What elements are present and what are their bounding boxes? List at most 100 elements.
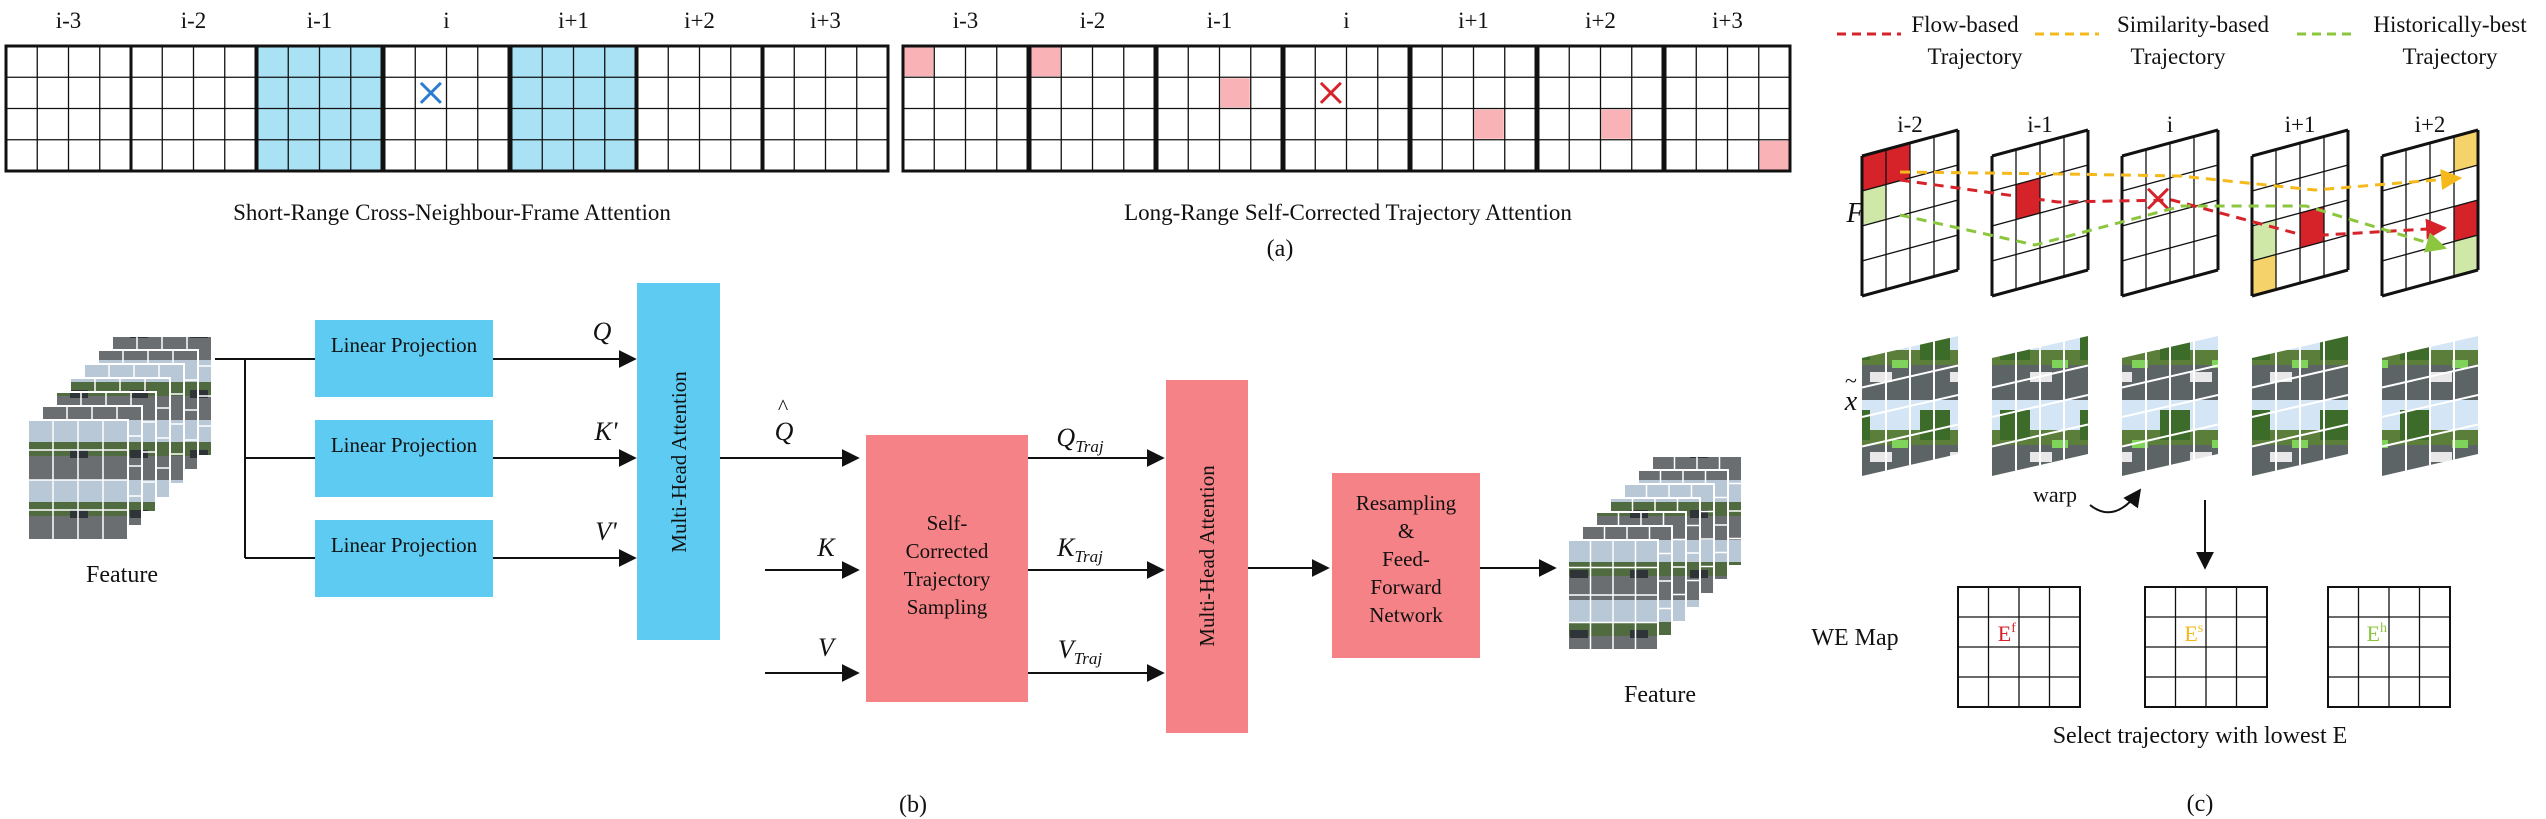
short-frame-i-3: i-3 <box>4 8 133 173</box>
error-label: Ef <box>1998 621 2016 646</box>
short-frame-i-1: i-1 <box>255 8 384 173</box>
frame-label: i-2 <box>1080 8 1106 33</box>
f-row-label: F <box>1845 198 1864 229</box>
panel-b-sublabel: (b) <box>899 792 927 818</box>
frame-label: i-1 <box>2027 112 2053 137</box>
short-frame-i+2: i+2 <box>635 8 764 173</box>
multi-head-attention-2: Multi-Head Attention <box>1166 380 1248 733</box>
mha-2-label: Multi-Head Attention <box>1195 465 1219 647</box>
svg-text:~: ~ <box>1845 368 1857 393</box>
output-feature-label: Feature <box>1624 682 1696 708</box>
q-label: Q <box>593 317 612 346</box>
frame-label: i+1 <box>1458 8 1489 33</box>
short-frame-i+1: i+1 <box>509 8 638 173</box>
q-hat-label: Q <box>775 417 794 446</box>
image-frame-i <box>2121 336 2219 476</box>
query-cross-icon <box>1319 81 1342 104</box>
select-caption: Select trajectory with lowest E <box>2053 723 2348 749</box>
frame-label: i-2 <box>1897 112 1923 137</box>
input-feature-stack <box>27 335 213 541</box>
legend-historical-line2: Trajectory <box>2403 44 2498 69</box>
frame-label: i-3 <box>56 8 82 33</box>
svg-text:Self-: Self- <box>927 511 968 535</box>
feature-frame-i-2: i-2 <box>1860 112 1960 298</box>
frame-label: i <box>1343 8 1349 33</box>
frame-label: i+1 <box>2285 112 2316 137</box>
sampled-cell <box>1220 78 1250 108</box>
frame-label: i+3 <box>1712 8 1743 33</box>
svg-text:Resampling: Resampling <box>1356 491 1457 515</box>
we-map-flow: Ef <box>1957 586 2081 708</box>
sampled-cell <box>1759 140 1789 170</box>
input-branch-lines <box>215 358 315 559</box>
svg-text:KTraj: KTraj <box>1056 533 1103 566</box>
image-frame-i+2 <box>2381 336 2479 476</box>
svg-text:&: & <box>1398 519 1414 543</box>
frame-label: i <box>2167 112 2173 137</box>
we-map-historical: Eh <box>2327 586 2451 708</box>
query-cross-icon <box>419 81 442 104</box>
k-label: K <box>816 533 836 562</box>
legend-flow-line1: Flow-based <box>1911 12 2019 37</box>
short-frame-i: i <box>382 8 511 173</box>
sampled-cell <box>1474 109 1504 139</box>
we-map-label: WE Map <box>1811 625 1898 651</box>
v-traj-label: VTraj <box>1058 635 1103 668</box>
panel-b: Feature Linear Projection Linear Project… <box>27 283 1743 818</box>
k-prime-label: K' <box>594 417 618 446</box>
frame-label: i+3 <box>810 8 841 33</box>
k-traj-label: KTraj <box>1056 533 1103 566</box>
legend-flow-line2: Trajectory <box>1928 44 2023 69</box>
v-prime-label: V' <box>595 517 617 546</box>
linear-projection-label-3: Linear Projection <box>331 533 478 557</box>
short-frame-i+3: i+3 <box>761 8 890 173</box>
linear-projection-q: Linear Projection <box>315 320 493 397</box>
panel-a-sublabel: (a) <box>1267 236 1294 262</box>
sampled-cell <box>904 47 934 77</box>
sampled-cell <box>1031 47 1061 77</box>
feature-frame-i: i <box>2120 112 2220 298</box>
trajectory-arrows <box>1028 449 1165 682</box>
frame-label: i+2 <box>2415 112 2446 137</box>
q-traj-label: QTraj <box>1056 423 1103 456</box>
long-frame-i+1: i+1 <box>1409 8 1538 173</box>
svg-text:Feed-: Feed- <box>1382 547 1430 571</box>
frame-label: i+1 <box>558 8 589 33</box>
frame-label: i <box>443 8 449 33</box>
frame-label: i-3 <box>953 8 979 33</box>
short-frame-i-2: i-2 <box>129 8 258 173</box>
projection-arrows <box>493 350 637 567</box>
long-range-caption: Long-Range Self-Corrected Trajectory Att… <box>1124 200 1572 225</box>
warp-label: warp <box>2033 482 2077 507</box>
feature-frames: i-2 i-1 i i+1 i+2 <box>1860 112 2480 298</box>
svg-text:Corrected: Corrected <box>906 539 989 563</box>
svg-text:Trajectory: Trajectory <box>904 567 991 591</box>
feature-frame-i+1: i+1 <box>2250 112 2350 298</box>
svg-text:QTraj: QTraj <box>1056 423 1103 456</box>
long-frame-i+3: i+3 <box>1663 8 1792 173</box>
frame-label: i-1 <box>307 8 333 33</box>
image-frame-i-2 <box>1861 336 1959 476</box>
long-frame-i-3: i-3 <box>901 8 1030 173</box>
mha-1-label: Multi-Head Attention <box>667 371 691 553</box>
error-label: Eh <box>2367 621 2387 646</box>
long-frame-i: i <box>1282 8 1411 173</box>
linear-projection-k: Linear Projection <box>315 420 493 497</box>
trajectories <box>1899 169 2463 253</box>
long-frame-i-2: i-2 <box>1028 8 1157 173</box>
frame-label: i-2 <box>181 8 207 33</box>
multi-head-attention-1: Multi-Head Attention <box>637 283 720 640</box>
image-frame-i+1 <box>2251 336 2349 476</box>
svg-text:Forward: Forward <box>1370 575 1442 599</box>
legend: Flow-based Trajectory Similarity-based T… <box>1837 12 2527 69</box>
frame-label: i-1 <box>1207 8 1233 33</box>
input-feature-label: Feature <box>86 562 158 588</box>
svg-text:VTraj: VTraj <box>1058 635 1103 668</box>
long-frame-i-1: i-1 <box>1155 8 1284 173</box>
